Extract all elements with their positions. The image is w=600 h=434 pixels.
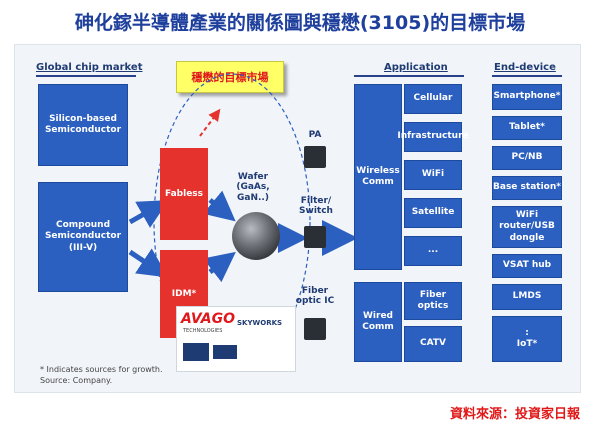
filter-switch-label: Filter/ Switch — [299, 196, 333, 217]
global-chip-market-header: Global chip market — [36, 62, 143, 73]
end-device-ellipsis: : — [525, 327, 529, 338]
end-device-wifi-router: WiFi router/USB dongle — [492, 206, 562, 248]
header-rule — [492, 75, 562, 77]
wireless-comm-box: Wireless Comm — [354, 84, 402, 270]
skyworks-logo: SKYWORKS — [237, 319, 283, 327]
app-catv: CATV — [404, 326, 462, 362]
page-title: 砷化鎵半導體產業的關係圖與穩懋(3105)的目標市場 — [74, 12, 526, 34]
source-caption: 資料來源：投資家日報 — [449, 407, 580, 422]
end-device-lmds: LMDS — [492, 284, 562, 310]
focus-oval — [153, 73, 311, 371]
silicon-semiconductor-box: Silicon-based Semiconductor — [38, 84, 128, 166]
app-wifi: WiFi — [404, 160, 462, 190]
header-rule — [36, 75, 136, 77]
pa-chip-icon — [304, 146, 326, 168]
end-device-pc-nb: PC/NB — [492, 146, 562, 170]
filter-chip-icon — [304, 226, 326, 248]
end-device-iot-label: IoT* — [516, 339, 538, 349]
footnote-source: Source: Company. — [40, 376, 113, 385]
end-device-vsat-hub: VSAT hub — [492, 254, 562, 278]
wafer-label: Wafer (GaAs, GaN..) — [236, 172, 270, 203]
fiber-chip-icon — [304, 318, 326, 340]
end-device-smartphone: Smartphone* — [492, 84, 562, 110]
end-device-iot: : IoT* — [492, 316, 562, 362]
avago-sub-logo: TECHNOLOGIES — [183, 328, 223, 334]
fabless-box: Fabless — [160, 148, 208, 240]
app-more: ... — [404, 236, 462, 266]
app-infrastructure: Infrastructure — [397, 122, 469, 152]
fiber-optic-ic-label: Fiber optic IC — [295, 286, 335, 307]
app-satellite: Satellite — [404, 198, 462, 228]
application-header: Application — [384, 62, 448, 73]
wafer-image — [232, 212, 280, 260]
end-device-tablet: Tablet* — [492, 116, 562, 140]
third-logo — [213, 345, 237, 359]
qorvo-logo — [183, 343, 209, 361]
footnote-growth: * Indicates sources for growth. — [40, 365, 163, 374]
end-device-header: End-device — [494, 62, 556, 73]
avago-logo: AVAGO — [181, 311, 235, 327]
compound-semiconductor-box: Compound Semiconductor (III-V) — [38, 182, 128, 292]
header-rule — [354, 75, 464, 77]
app-cellular: Cellular — [404, 84, 462, 114]
company-logos: AVAGO TECHNOLOGIES SKYWORKS — [176, 306, 296, 372]
end-device-base-station: Base station* — [492, 176, 562, 200]
pa-label: PA — [308, 130, 322, 140]
app-fiber-optics: Fiber optics — [404, 282, 462, 320]
target-market-callout: 穩懋的目標市場 — [176, 61, 284, 93]
wired-comm-box: Wired Comm — [354, 282, 402, 362]
